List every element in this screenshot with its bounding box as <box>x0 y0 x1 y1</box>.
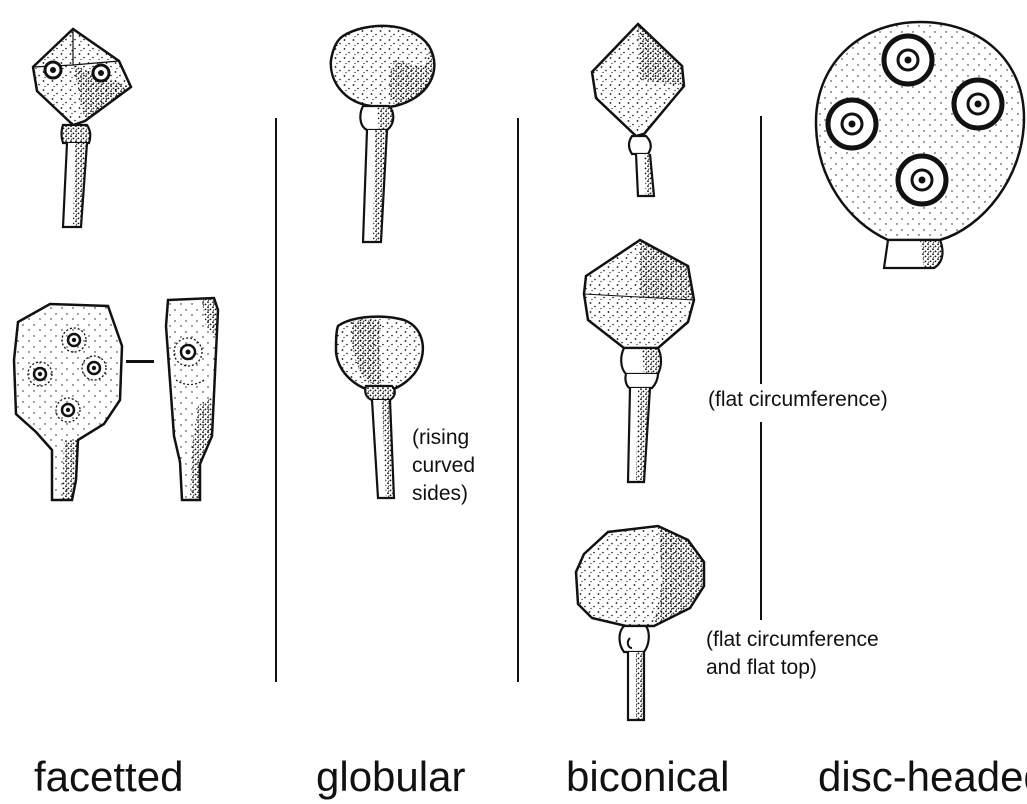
divider-1 <box>275 118 277 682</box>
disc-boss-left <box>828 100 876 148</box>
label-disc-headed: disc-headed <box>818 752 1027 802</box>
biconical-pin-flat-top <box>570 520 710 726</box>
note-flat-circumference-and-flat-top: (flat circumference and flat top) <box>706 626 879 682</box>
divider-3a <box>760 116 762 384</box>
biconical-pin-top <box>582 20 692 200</box>
globular-pin-large <box>325 20 445 248</box>
label-biconical: biconical <box>566 752 729 802</box>
disc-boss-top <box>884 36 932 84</box>
note-flat-circumference: (flat circumference) <box>708 386 888 414</box>
facetted-pin-head-side <box>162 296 224 506</box>
divider-2 <box>517 118 519 682</box>
label-globular: globular <box>316 752 465 802</box>
facetted-pin-front <box>15 25 140 235</box>
facetted-pin-head-face <box>10 300 130 505</box>
disc-boss-bottom <box>898 156 946 204</box>
note-rising-curved-sides: (rising curved sides) <box>412 424 475 508</box>
biconical-pin-flat-circumference <box>580 238 708 488</box>
disc-headed-pin <box>812 18 1027 278</box>
label-facetted: facetted <box>34 752 183 802</box>
disc-boss-right <box>954 80 1002 128</box>
divider-3b <box>760 422 762 620</box>
facetted-link-dash <box>126 360 154 363</box>
